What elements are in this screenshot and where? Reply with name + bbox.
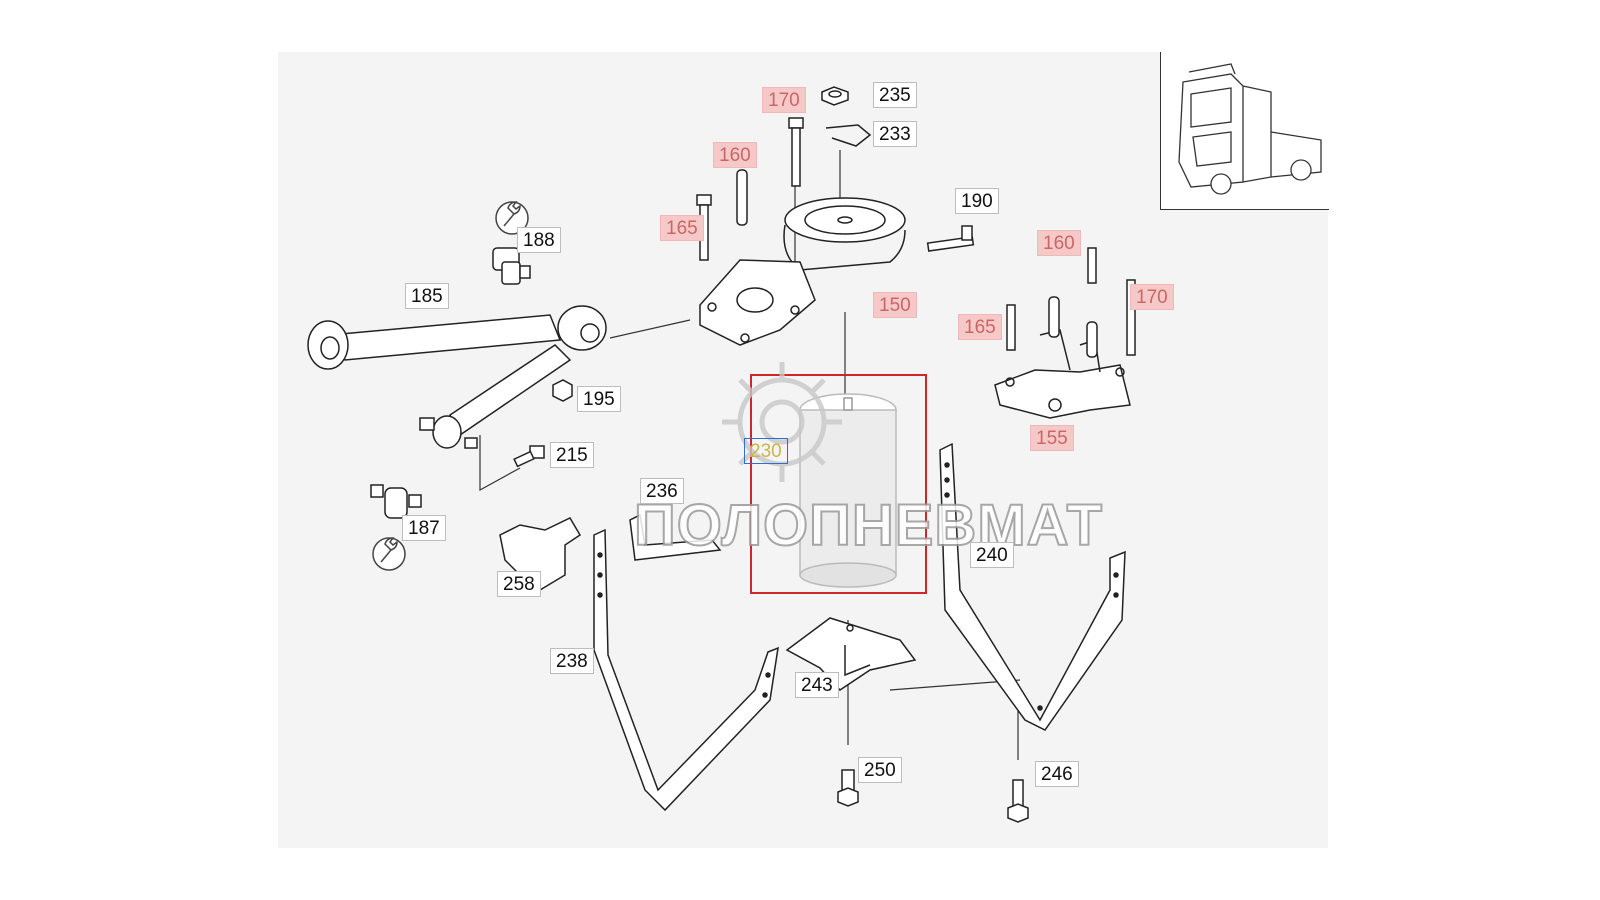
- callout-243[interactable]: 243: [795, 672, 839, 698]
- callout-230[interactable]: 230: [744, 438, 788, 464]
- part-235-nut: [821, 86, 849, 106]
- callout-235[interactable]: 235: [873, 82, 917, 108]
- part-170-bolt: [788, 117, 804, 187]
- callout-187[interactable]: 187: [402, 515, 446, 541]
- part-160-stud: [736, 169, 748, 226]
- callout-170[interactable]: 170: [762, 87, 806, 113]
- part-185-v-rod: [307, 305, 607, 449]
- part-250-bolt: [837, 769, 859, 807]
- part-246-bolt: [1007, 779, 1029, 823]
- callout-240[interactable]: 240: [970, 542, 1014, 568]
- wrench-icon: [495, 201, 529, 235]
- callout-250[interactable]: 250: [858, 757, 902, 783]
- callout-160-right[interactable]: 160: [1037, 230, 1081, 256]
- callout-236[interactable]: 236: [640, 478, 684, 504]
- wrench-icon: [372, 537, 406, 571]
- callout-188[interactable]: 188: [517, 227, 561, 253]
- watermark-gear-icon: [722, 362, 842, 482]
- part-215-bolt: [513, 445, 545, 468]
- part-195-nut: [552, 379, 573, 402]
- watermark-text: ПОЛОПНЕВМАТ: [633, 492, 1104, 559]
- callout-215[interactable]: 215: [550, 442, 594, 468]
- callout-238[interactable]: 238: [550, 648, 594, 674]
- callout-165-right[interactable]: 165: [958, 314, 1002, 340]
- callout-170-right[interactable]: 170: [1130, 284, 1174, 310]
- callout-165[interactable]: 165: [660, 215, 704, 241]
- callout-160[interactable]: 160: [713, 142, 757, 168]
- part-230-air-spring: [799, 393, 897, 588]
- callout-195[interactable]: 195: [577, 386, 621, 412]
- callout-185[interactable]: 185: [405, 283, 449, 309]
- part-190-bolt: [926, 225, 975, 252]
- callout-246[interactable]: 246: [1035, 761, 1079, 787]
- callout-150[interactable]: 150: [873, 292, 917, 318]
- callout-233[interactable]: 233: [873, 121, 917, 147]
- callout-258[interactable]: 258: [497, 571, 541, 597]
- truck-icon: [1178, 63, 1322, 195]
- part-150-upper-bracket: [699, 197, 906, 346]
- part-240-brace: [939, 442, 1126, 731]
- part-187-bushing: [370, 484, 422, 519]
- part-155-bracket: [994, 247, 1136, 419]
- highlight-frame: [750, 374, 927, 594]
- part-233-clip: [825, 124, 872, 147]
- callout-155[interactable]: 155: [1030, 425, 1074, 451]
- part-243-lower-plate: [785, 617, 917, 691]
- part-238-brace: [593, 528, 779, 812]
- truck-thumbnail: [1160, 52, 1329, 210]
- part-236-bracket: [629, 513, 722, 561]
- leader-lines: [479, 150, 1021, 760]
- part-188-bushing: [492, 247, 531, 285]
- callout-190[interactable]: 190: [955, 188, 999, 214]
